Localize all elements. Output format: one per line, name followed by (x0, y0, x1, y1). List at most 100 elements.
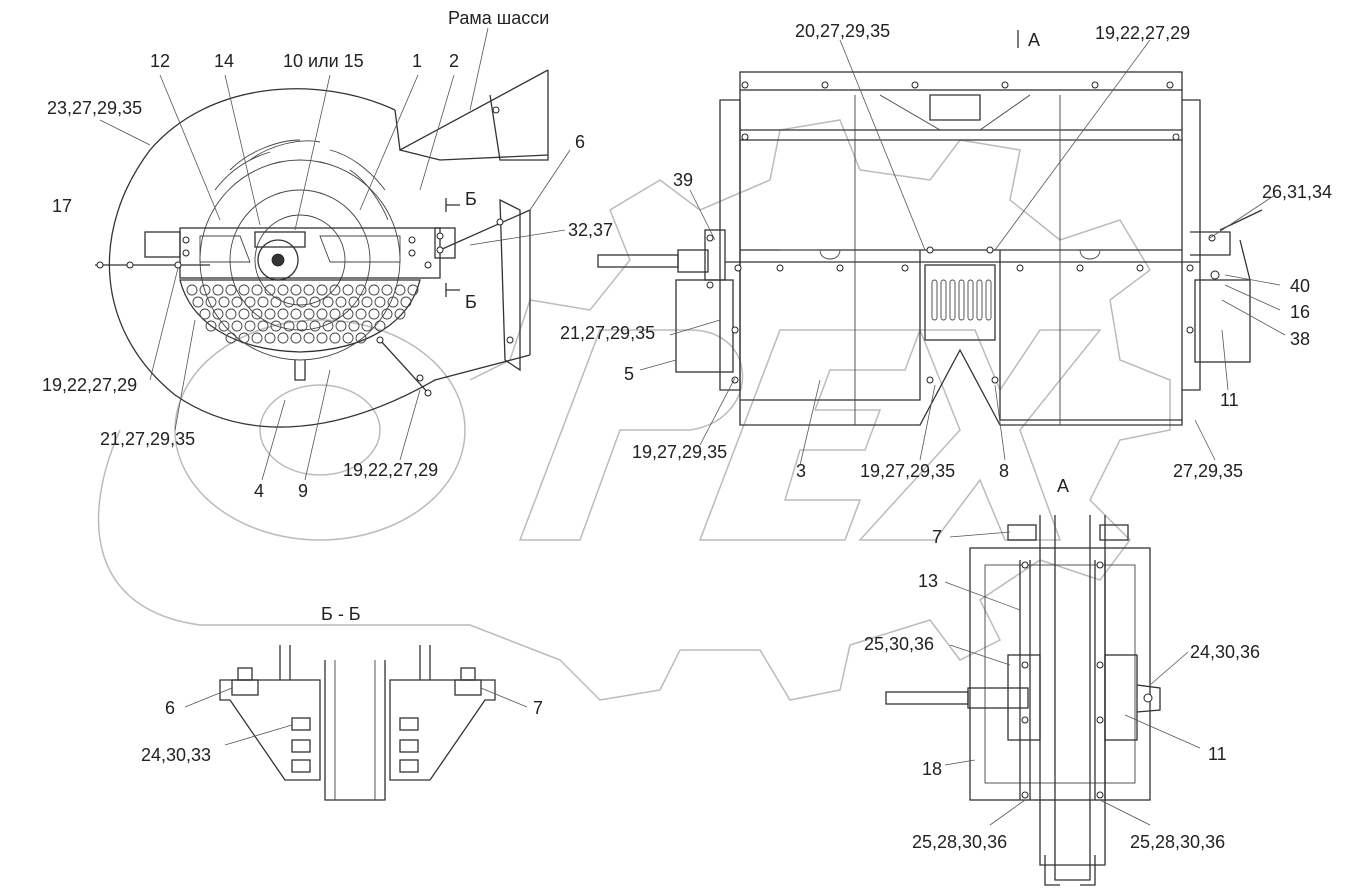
grid-hole (348, 296, 360, 308)
label-25-30-36: 25,30,36 (864, 634, 934, 654)
grid-hole (296, 320, 308, 332)
grid-hole (368, 308, 380, 320)
grid-hole (251, 284, 263, 296)
panel-slot (985, 279, 992, 321)
grid-hole (400, 296, 412, 308)
label-7-view-a: 7 (932, 527, 942, 547)
grid-hole (368, 284, 380, 296)
label-section-bb: Б - Б (321, 604, 361, 624)
label-6-top: 6 (575, 132, 585, 152)
grid-hole (270, 320, 282, 332)
grid-hole (361, 320, 373, 332)
label-11-top: 11 (1220, 390, 1239, 410)
grid-hole (199, 308, 211, 320)
grid-hole (387, 296, 399, 308)
label-view-a: А (1057, 476, 1069, 496)
grid-hole (238, 284, 250, 296)
grid-hole (192, 296, 204, 308)
label-1: 1 (412, 51, 422, 71)
label-38: 38 (1290, 329, 1310, 349)
label-39: 39 (673, 170, 693, 190)
label-17: 17 (52, 196, 72, 216)
grid-hole (290, 308, 302, 320)
grid-hole (348, 320, 360, 332)
panel-slot (976, 279, 983, 321)
label-19-27-29-35-mid: 19,27,29,35 (860, 461, 955, 481)
grid-hole (212, 308, 224, 320)
label-8: 8 (999, 461, 1009, 481)
grid-hole (335, 320, 347, 332)
view-a (885, 515, 1201, 886)
grid-hole (264, 284, 276, 296)
grid-hole (342, 308, 354, 320)
grid-hole (342, 284, 354, 296)
grid-hole (316, 284, 328, 296)
grid-hole (212, 284, 224, 296)
label-25-28-30-36-right: 25,28,30,36 (1130, 832, 1225, 852)
grid-hole (355, 332, 367, 344)
label-9: 9 (298, 481, 308, 501)
label-19-22-27-29-left: 19,22,27,29 (42, 375, 137, 395)
grid-hole (264, 332, 276, 344)
grid-hole (244, 296, 256, 308)
label-a-top: А (1028, 30, 1040, 50)
grid-hole (290, 332, 302, 344)
label-21-27-29-35-left: 21,27,29,35 (100, 429, 195, 449)
grid-hole (361, 296, 373, 308)
label-20-27-29-35: 20,27,29,35 (795, 21, 890, 41)
label-4: 4 (254, 481, 264, 501)
grid-hole (218, 320, 230, 332)
grid-hole (251, 308, 263, 320)
grid-hole (264, 308, 276, 320)
grid-hole (329, 332, 341, 344)
label-26-31-34: 26,31,34 (1262, 182, 1332, 202)
panel-slot (967, 279, 974, 321)
label-27-29-35: 27,29,35 (1173, 461, 1243, 481)
grid-hole (309, 320, 321, 332)
grid-hole (316, 332, 328, 344)
label-7-section: 7 (533, 698, 543, 718)
label-19-22-27-29-top: 19,22,27,29 (1095, 23, 1190, 43)
grid-hole (231, 320, 243, 332)
left-side-view (95, 27, 571, 481)
grid-hole (225, 332, 237, 344)
label-18: 18 (922, 759, 942, 779)
grid-hole (322, 296, 334, 308)
grid-hole (257, 320, 269, 332)
grid-hole (374, 320, 386, 332)
grid-hole (309, 296, 321, 308)
label-section-b-bottom: Б (465, 292, 477, 312)
grid-hole (381, 308, 393, 320)
section-bb (184, 645, 528, 801)
grid-hole (199, 284, 211, 296)
grid-hole (316, 308, 328, 320)
grid-hole (244, 320, 256, 332)
label-23-27-29-35: 23,27,29,35 (47, 98, 142, 118)
grid-hole (205, 320, 217, 332)
grid-hole (407, 284, 419, 296)
label-13: 13 (918, 571, 938, 591)
grid-hole (238, 308, 250, 320)
perforated-grid (186, 284, 419, 344)
label-32-37: 32,37 (568, 220, 613, 240)
label-40: 40 (1290, 276, 1310, 296)
label-section-b-top: Б (465, 189, 477, 209)
grid-hole (277, 308, 289, 320)
grid-hole (238, 332, 250, 344)
opex-watermark (97, 119, 1171, 701)
top-view (597, 30, 1286, 466)
grid-hole (342, 332, 354, 344)
grid-hole (225, 284, 237, 296)
grid-hole (283, 320, 295, 332)
label-16: 16 (1290, 302, 1310, 322)
grid-hole (270, 296, 282, 308)
grid-hole (290, 284, 302, 296)
grid-hole (355, 308, 367, 320)
label-19-22-27-29-mid: 19,22,27,29 (343, 460, 438, 480)
grid-hole (381, 284, 393, 296)
panel-slot (949, 279, 956, 321)
panel-slot (931, 279, 938, 321)
grid-hole (335, 296, 347, 308)
